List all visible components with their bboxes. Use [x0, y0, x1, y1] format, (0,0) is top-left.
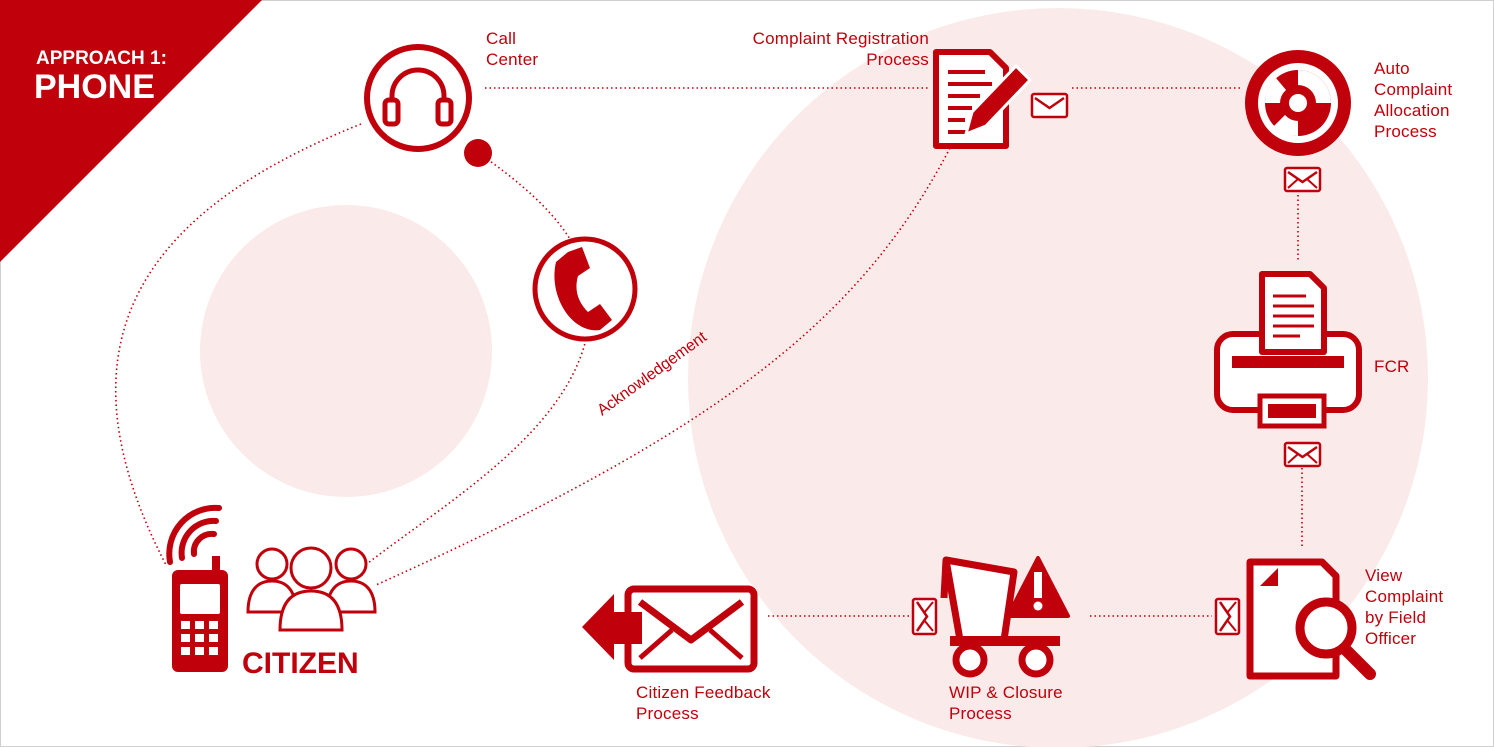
phone-handset-icon: [532, 236, 638, 342]
banner-channel-text: PHONE: [34, 68, 155, 106]
document-magnifier-icon: [1246, 558, 1376, 680]
call-center-label-line1: Call: [486, 29, 517, 48]
complaint-registration-label: Complaint Registration Process: [753, 28, 929, 70]
wip-closure-label-line1: WIP & Closure: [949, 683, 1063, 702]
connector-acknowledgement: [375, 147, 951, 586]
envelope-icon: [1030, 92, 1069, 119]
envelope-icon: [1283, 441, 1322, 468]
call-center-label-line2: Center: [486, 50, 539, 69]
envelope-arrow-icon: [582, 585, 758, 673]
auto-allocation-label-line3: Allocation: [1374, 101, 1450, 120]
view-complaint-label: View Complaint by Field Officer: [1365, 565, 1443, 649]
fcr-label: FCR: [1374, 356, 1410, 377]
document-pen-icon: [933, 49, 1032, 149]
approach-banner: [0, 0, 262, 262]
connector-citizen-callcenter: [114, 123, 362, 566]
citizen-label: CITIZEN: [242, 647, 359, 680]
view-complaint-label-line4: Officer: [1365, 629, 1417, 648]
wip-closure-label: WIP & Closure Process: [949, 682, 1063, 724]
auto-allocation-label-line1: Auto: [1374, 59, 1410, 78]
envelope-icon: [1214, 597, 1241, 636]
complaint-registration-label-line1: Complaint Registration: [752, 29, 929, 48]
auto-allocation-label: Auto Complaint Allocation Process: [1374, 58, 1452, 142]
printer-icon: [1214, 271, 1362, 429]
connector-callcenter-phone-citizen: [367, 153, 591, 564]
banner-approach-text: APPROACH 1:: [36, 48, 167, 69]
background-circle-large: [688, 8, 1428, 747]
target-disc-icon: [1245, 50, 1351, 156]
view-complaint-label-line2: Complaint: [1365, 587, 1444, 606]
envelope-icon: [911, 597, 938, 636]
auto-allocation-label-line4: Process: [1374, 122, 1437, 141]
background-circle-small: [200, 205, 492, 497]
citizen-feedback-label-line2: Process: [636, 704, 699, 723]
complaint-registration-label-line2: Process: [866, 50, 929, 69]
cart-alert-icon: [940, 556, 1070, 678]
view-complaint-label-line3: by Field: [1365, 608, 1427, 627]
view-complaint-label-line1: View: [1365, 566, 1403, 585]
people-group-icon: [246, 546, 377, 632]
citizen-feedback-label-line1: Citizen Feedback: [636, 683, 771, 702]
connector-dot: [464, 139, 492, 167]
mobile-phone-icon: [166, 504, 228, 672]
wip-closure-label-line2: Process: [949, 704, 1012, 723]
connector-lines: [114, 87, 1303, 617]
citizen-feedback-label: Citizen Feedback Process: [636, 682, 771, 724]
fcr-label-text: FCR: [1374, 357, 1410, 376]
envelope-icon: [1283, 166, 1322, 193]
call-center-label: Call Center: [486, 28, 538, 70]
auto-allocation-label-line2: Complaint: [1374, 80, 1453, 99]
headset-icon: [364, 44, 472, 152]
